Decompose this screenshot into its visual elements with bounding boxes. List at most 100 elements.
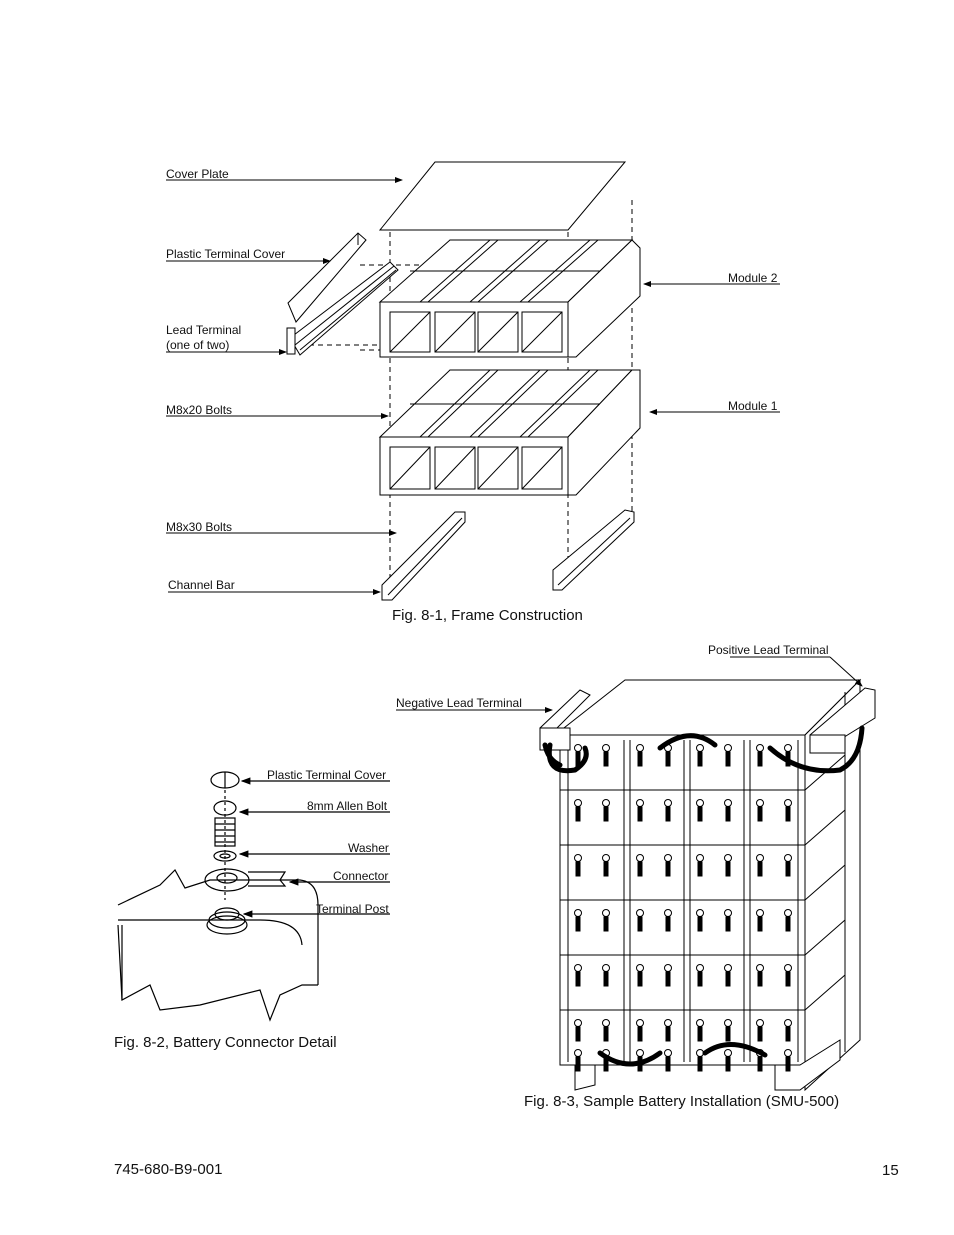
terminal-post-mark [784, 854, 792, 862]
jumper-bar-mark [665, 806, 671, 822]
jumper-bar-mark [603, 971, 609, 987]
jumper-bar-mark [603, 861, 609, 877]
terminal-post-mark [696, 909, 704, 917]
terminal-post-mark [784, 1049, 792, 1057]
jumper-bar-mark [785, 916, 791, 932]
terminal-post-mark [602, 854, 610, 862]
jumper-bar-mark [665, 751, 671, 767]
terminal-post-mark [574, 1049, 582, 1057]
jumper-bar-mark [757, 1026, 763, 1042]
terminal-post-mark [784, 964, 792, 972]
jumper-bar-mark [603, 751, 609, 767]
label-lead-terminal: Lead Terminal [166, 323, 242, 337]
channel-bar-left [381, 511, 466, 601]
module-1-shape [378, 369, 641, 496]
jumper-bar-mark [785, 1026, 791, 1042]
terminal-post-mark [784, 909, 792, 917]
jumper-bar-mark [697, 971, 703, 987]
label-connector: Connector [333, 869, 389, 883]
page-number: 15 [882, 1162, 899, 1179]
terminal-post-mark [636, 1019, 644, 1027]
label-allen-bolt: 8mm Allen Bolt [307, 799, 388, 813]
label-module-1: Module 1 [728, 399, 778, 413]
caption-fig-8-3: Fig. 8-3, Sample Battery Installation (S… [524, 1093, 840, 1110]
jumper-bar-mark [575, 971, 581, 987]
terminal-post-mark [636, 744, 644, 752]
jumper-bar-mark [637, 1026, 643, 1042]
jumper-bar-mark [697, 1026, 703, 1042]
cover-plate-shape [378, 161, 627, 231]
jumper-bar-mark [725, 1026, 731, 1042]
terminal-post-mark [784, 744, 792, 752]
terminal-post-mark [574, 964, 582, 972]
jumper-bar-mark [697, 806, 703, 822]
terminal-post-mark [664, 1019, 672, 1027]
jumper-bar-mark [785, 806, 791, 822]
jumper-bar-mark [757, 861, 763, 877]
jumper-bar-mark [603, 1026, 609, 1042]
terminal-post-mark [696, 744, 704, 752]
terminal-post-mark [724, 909, 732, 917]
terminal-post-mark [636, 909, 644, 917]
label-terminal-post: Terminal Post [316, 902, 389, 916]
terminal-post-mark [724, 1049, 732, 1057]
jumper-bar-mark [785, 1056, 791, 1072]
terminal-post-mark [696, 1019, 704, 1027]
jumper-bar-mark [637, 806, 643, 822]
jumper-bar-mark [725, 751, 731, 767]
terminal-post-mark [664, 1049, 672, 1057]
jumper-bar-mark [697, 861, 703, 877]
label-lead-terminal-note: (one of two) [166, 338, 230, 352]
terminal-post-mark [696, 854, 704, 862]
terminal-post-mark [636, 1049, 644, 1057]
terminal-post-mark [756, 909, 764, 917]
terminal-post-mark [756, 1019, 764, 1027]
document-number: 745-680-B9-001 [114, 1161, 223, 1178]
label-m8x30-bolts: M8x30 Bolts [166, 520, 233, 534]
module-2-shape [378, 239, 641, 358]
jumper-bar-mark [785, 971, 791, 987]
terminal-post-mark [724, 799, 732, 807]
label-plastic-terminal-cover: Plastic Terminal Cover [166, 247, 286, 261]
terminal-post-mark [756, 964, 764, 972]
terminal-post-mark [574, 854, 582, 862]
label-cover-plate: Cover Plate [166, 167, 229, 181]
jumper-bar-mark [725, 1056, 731, 1072]
jumper-bar-mark [665, 916, 671, 932]
terminal-post-mark [602, 799, 610, 807]
terminal-post-mark [636, 799, 644, 807]
jumper-bar-mark [757, 1056, 763, 1072]
terminal-post-mark [574, 799, 582, 807]
terminal-post-mark [724, 964, 732, 972]
jumper-bar-mark [637, 971, 643, 987]
terminal-post-mark [696, 799, 704, 807]
label-negative-lead-terminal: Negative Lead Terminal [396, 696, 522, 710]
jumper-bar-mark [603, 806, 609, 822]
terminal-post-mark [724, 744, 732, 752]
jumper-bar-mark [575, 1056, 581, 1072]
jumper-bar-mark [697, 916, 703, 932]
terminal-post-mark [696, 1049, 704, 1057]
terminal-post-mark [574, 1019, 582, 1027]
jumper-bar-mark [575, 861, 581, 877]
jumper-bar-mark [757, 806, 763, 822]
caption-fig-8-2: Fig. 8-2, Battery Connector Detail [114, 1034, 337, 1051]
jumper-bar-mark [637, 861, 643, 877]
jumper-bar-mark [575, 806, 581, 822]
label-plastic-terminal-cover-detail: Plastic Terminal Cover [267, 768, 387, 782]
jumper-bar-mark [665, 1026, 671, 1042]
terminal-post-mark [636, 854, 644, 862]
terminal-post-mark [784, 799, 792, 807]
terminal-post-mark [756, 744, 764, 752]
terminal-post-mark [602, 909, 610, 917]
label-channel-bar: Channel Bar [168, 578, 235, 592]
jumper-bar-mark [785, 861, 791, 877]
jumper-bar-mark [697, 751, 703, 767]
terminal-post-mark [664, 964, 672, 972]
label-washer: Washer [348, 841, 389, 855]
terminal-post-mark [664, 909, 672, 917]
label-module-2: Module 2 [728, 271, 778, 285]
terminal-post-mark [756, 854, 764, 862]
jumper-bar-mark [575, 1026, 581, 1042]
